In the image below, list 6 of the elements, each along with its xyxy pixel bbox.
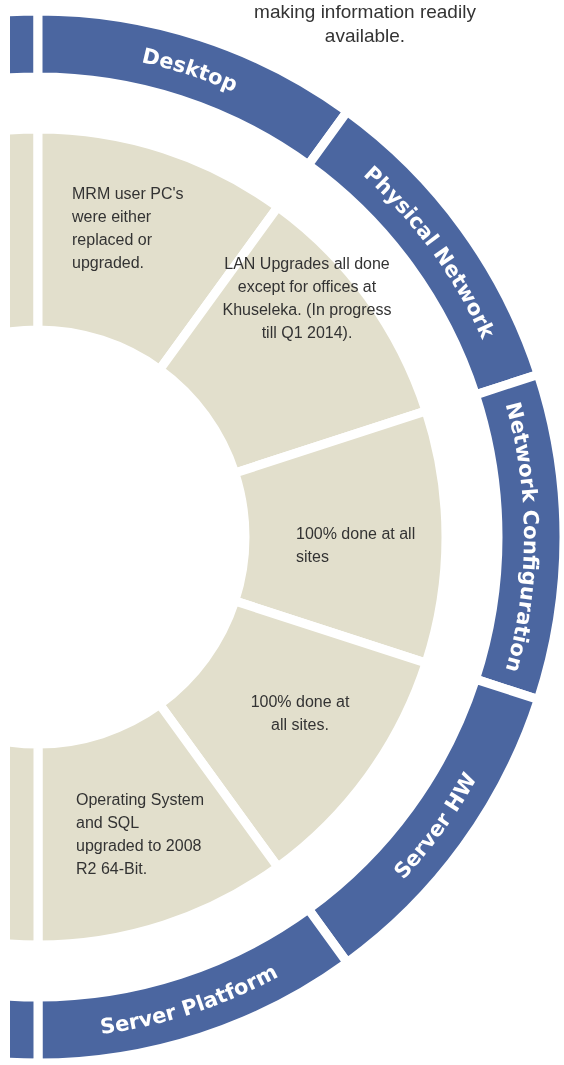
- segment-text: Operating System and SQL upgraded to 2008 R2 64-Bit.: [76, 790, 206, 879]
- segment-text: 100% done at all sites.: [249, 692, 351, 735]
- segment-text: 100% done at all sites: [296, 524, 417, 567]
- note-text: making information readily available.: [253, 0, 477, 48]
- segment-text: MRM user PC's were either replaced or upgraded.: [72, 184, 185, 273]
- segment-text: LAN Upgrades all done except for offices at Khuseleka. (In progress till Q1 2014).: [222, 254, 392, 343]
